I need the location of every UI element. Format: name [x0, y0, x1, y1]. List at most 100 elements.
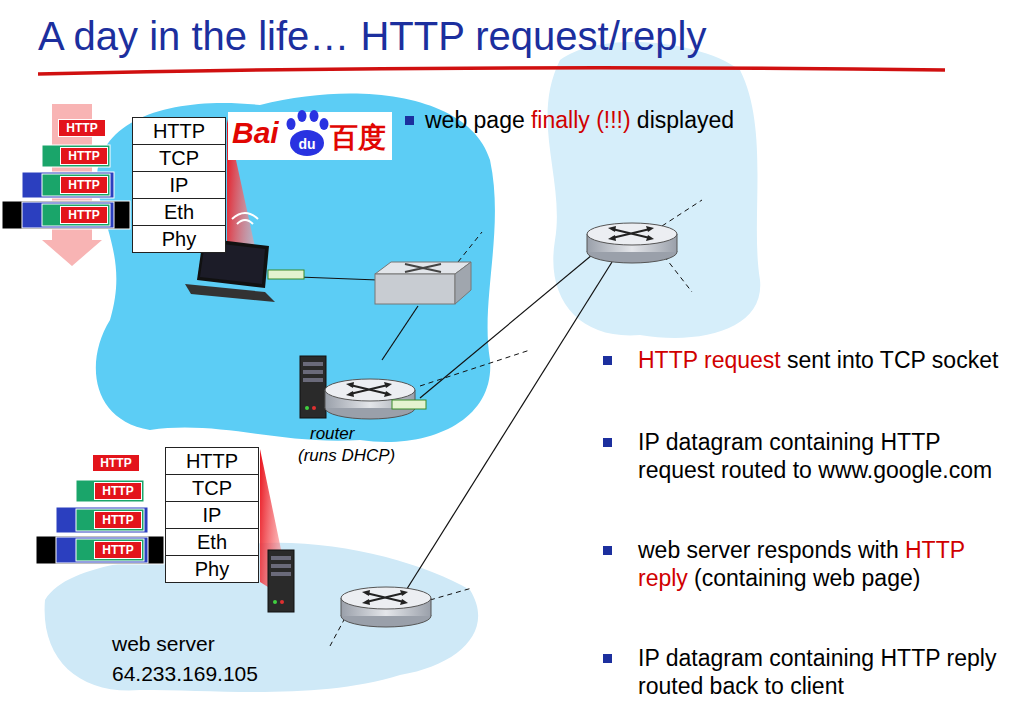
slide-title: A day in the life… HTTP request/reply [38, 14, 706, 59]
network-port [392, 400, 426, 409]
node-text: IP [203, 504, 222, 527]
bullet-point: IP datagram containing HTTP request rout… [600, 428, 1004, 484]
web-server [268, 550, 294, 612]
packet-wrappers-part [76, 480, 144, 502]
baidu-paw-part [298, 110, 307, 122]
bullet-point: HTTP requestsent into TCP socket [600, 346, 1004, 374]
protocol-layer-box: HTTP [165, 447, 259, 475]
ethernet-switch-part [375, 274, 455, 304]
packet-wrappers-part [56, 537, 148, 563]
node-text: HTTP [68, 148, 99, 164]
http-message-box: HTTP [60, 147, 108, 165]
packet-wrappers-part [2, 201, 130, 229]
bullet-text: sent into TCP socket [787, 347, 998, 373]
protocol-layer-box: Eth [132, 198, 226, 226]
protocol-layer-box: Phy [165, 555, 259, 583]
node-text: Eth [164, 201, 194, 224]
baidu-paw-part [310, 110, 319, 122]
http-message-box: HTTP [92, 454, 140, 472]
bullet-point: IP datagram containing HTTP reply routed… [600, 644, 1004, 700]
packet-wrappers-part [36, 536, 164, 564]
logo-text: Bai [232, 116, 279, 150]
baidu-paw-part [320, 118, 329, 130]
protocol-layer-box: TCP [165, 474, 259, 502]
ethernet-switch [375, 262, 471, 304]
baidu-paw-part [287, 118, 296, 130]
packet-wrappers-part [22, 172, 114, 198]
router [341, 587, 431, 627]
packet-wrappers-part [76, 509, 144, 531]
packet-wrappers-part [42, 145, 110, 167]
bullet-text: displayed [637, 107, 734, 133]
dashed-links-part [420, 350, 530, 386]
http-message-box: HTTP [58, 119, 106, 137]
protocol-layer-box: Eth [165, 528, 259, 556]
packet-wrappers-part [56, 507, 148, 533]
protocol-layer-box: IP [132, 171, 226, 199]
node-text: Phy [162, 228, 196, 251]
http-message-box: HTTP [94, 541, 142, 559]
protocol-layer-box: IP [165, 501, 259, 529]
bullet-point: web pagefinally (!!!)displayed [403, 106, 803, 134]
internet-cloud [548, 42, 761, 338]
home-network-cloud [96, 94, 495, 442]
dashed-links-part [664, 256, 692, 292]
node-text: HTTP [153, 120, 205, 143]
node-text: HTTP [102, 542, 133, 558]
bullet-text: web page [425, 107, 525, 133]
http-message-box: HTTP [94, 511, 142, 529]
network-links [272, 250, 612, 592]
bullet-text: IP datagram containing HTTP reply routed… [638, 645, 996, 699]
bullet-text: IP datagram containing HTTP request rout… [638, 429, 992, 483]
device-label: web server [112, 632, 215, 656]
node-text: TCP [192, 477, 232, 500]
dashed-links-part [662, 200, 702, 226]
network-links-part [382, 306, 418, 360]
logo-text: 百度 [330, 119, 386, 157]
device-label: (runs DHCP) [298, 446, 395, 466]
bullet-text: (containing web page) [694, 565, 920, 591]
dashed-links-part [430, 588, 472, 600]
packet-wrappers-part [22, 202, 114, 228]
packet-wrappers-part [42, 204, 110, 226]
ethernet-switch-part [405, 264, 441, 272]
protocol-layer-box: Phy [132, 225, 226, 253]
logo-background [228, 112, 392, 160]
node-text: IP [170, 174, 189, 197]
node-text: HTTP [68, 207, 99, 223]
node-text: HTTP [186, 450, 238, 473]
network-links-part [405, 262, 612, 592]
ethernet-switch-part [455, 262, 471, 304]
title-underline [38, 68, 945, 74]
packet-wrappers-part [76, 539, 144, 561]
node-text: HTTP [66, 120, 97, 136]
node-text: HTTP [102, 483, 133, 499]
node-text: TCP [159, 147, 199, 170]
dashed-links-part [330, 618, 345, 646]
highlighted-text: HTTP request [638, 347, 781, 373]
dashed-links-part [458, 232, 482, 262]
node-text: HTTP [100, 455, 131, 471]
http-message-box: HTTP [94, 482, 142, 500]
highlighted-text: finally (!!!) [531, 107, 631, 133]
http-message-box: HTTP [60, 206, 108, 224]
protocol-layer-box: TCP [132, 144, 226, 172]
packet-wrappers [2, 145, 130, 229]
protocol-layer-box: HTTP [132, 117, 226, 145]
network-port [268, 270, 304, 279]
logo-text: du [298, 136, 315, 152]
bullet-text: web server responds with [638, 537, 899, 563]
node-text: Eth [197, 531, 227, 554]
laptop-part [185, 284, 275, 302]
ip-address: 64.233.169.105 [112, 662, 258, 686]
node-text: HTTP [68, 177, 99, 193]
router [587, 223, 677, 263]
baidu-paw-part [290, 130, 324, 156]
node-text: HTTP [102, 512, 133, 528]
laptop-part [232, 213, 258, 224]
packet-wrappers [36, 480, 164, 564]
dhcp-server [300, 356, 326, 418]
packet-wrappers-part [42, 174, 110, 196]
bullet-point: web server responds withHTTP reply(conta… [600, 536, 1004, 592]
